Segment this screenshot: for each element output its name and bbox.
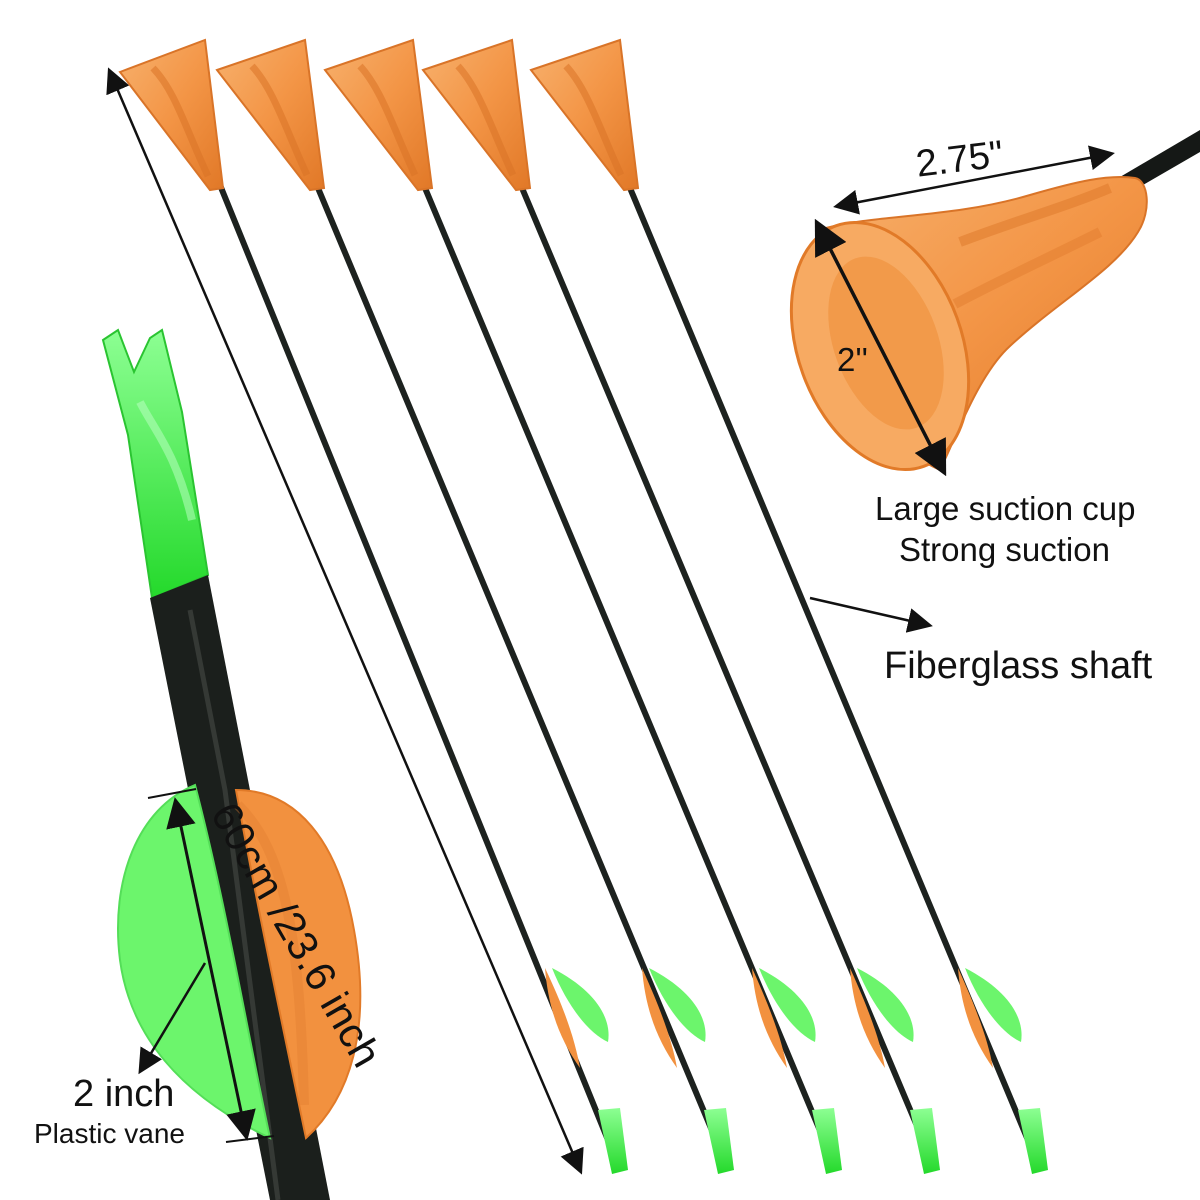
shaft-callout-line <box>809 596 933 633</box>
suction-cup-2 <box>215 38 326 192</box>
suction-arrow-5 <box>529 38 1048 1174</box>
shaft-label: Fiberglass shaft <box>884 645 1153 687</box>
suction-cup-rib-1 <box>150 65 212 178</box>
nock-1 <box>598 1108 628 1174</box>
fiberglass-shaft-1 <box>217 182 613 1148</box>
cup-depth-label: 2'' <box>837 341 868 378</box>
cup-depth-measurement <box>814 218 947 477</box>
suction-cup-rib-3 <box>357 63 419 177</box>
vane-orange-4 <box>850 968 885 1068</box>
vane-orange-2 <box>642 968 677 1068</box>
nock-3 <box>812 1108 842 1174</box>
nock-4 <box>910 1108 940 1174</box>
vane-size-label: 2 inch <box>73 1073 175 1115</box>
vane-green-4 <box>857 968 914 1042</box>
suction-arrow-1 <box>118 38 628 1174</box>
cup-width-label: 2.75" <box>913 133 1006 186</box>
cup-subtitle-label: Strong suction <box>899 531 1110 568</box>
closeup-shaft-shine <box>187 609 281 1200</box>
vane-callout-line <box>138 962 207 1075</box>
vane-green-2 <box>649 968 706 1042</box>
fiberglass-shaft-2 <box>315 185 721 1148</box>
suction-cup-4 <box>421 38 532 192</box>
suction-cup-rib-5 <box>563 63 625 177</box>
vane-type-label: Plastic vane <box>34 1118 185 1149</box>
nock-2 <box>704 1108 734 1174</box>
suction-cup-rib-2 <box>249 63 311 177</box>
suction-cup-3 <box>323 38 434 192</box>
fiberglass-shaft-4 <box>519 185 928 1148</box>
cup-rib-bottom <box>952 227 1103 309</box>
closeup-vane-orange <box>234 788 362 1140</box>
vane-bottom-extension <box>225 1135 275 1143</box>
large-suction-cup <box>789 130 1200 477</box>
length-measurement-line <box>106 67 584 1175</box>
vane-green-5 <box>965 968 1022 1042</box>
vane-orange-3 <box>752 968 787 1068</box>
nock-5 <box>1018 1108 1048 1174</box>
closeup-nock-highlight <box>136 400 196 521</box>
vane-green-1 <box>552 968 609 1042</box>
suction-arrow-3 <box>323 38 842 1174</box>
vane-green-3 <box>759 968 816 1042</box>
cup-title-label: Large suction cup <box>875 490 1136 527</box>
suction-cup-5 <box>529 38 640 192</box>
cup-width-measurement <box>833 145 1115 215</box>
vane-orange-1 <box>545 968 580 1068</box>
closeup-nock <box>101 328 210 600</box>
suction-arrow-2 <box>215 38 734 1174</box>
suction-arrow-4 <box>421 38 940 1174</box>
vane-top-extension <box>147 788 197 799</box>
vane-orange-5 <box>958 968 993 1068</box>
suction-cup-rib-4 <box>455 63 517 177</box>
vane-height-measurement <box>166 797 256 1141</box>
